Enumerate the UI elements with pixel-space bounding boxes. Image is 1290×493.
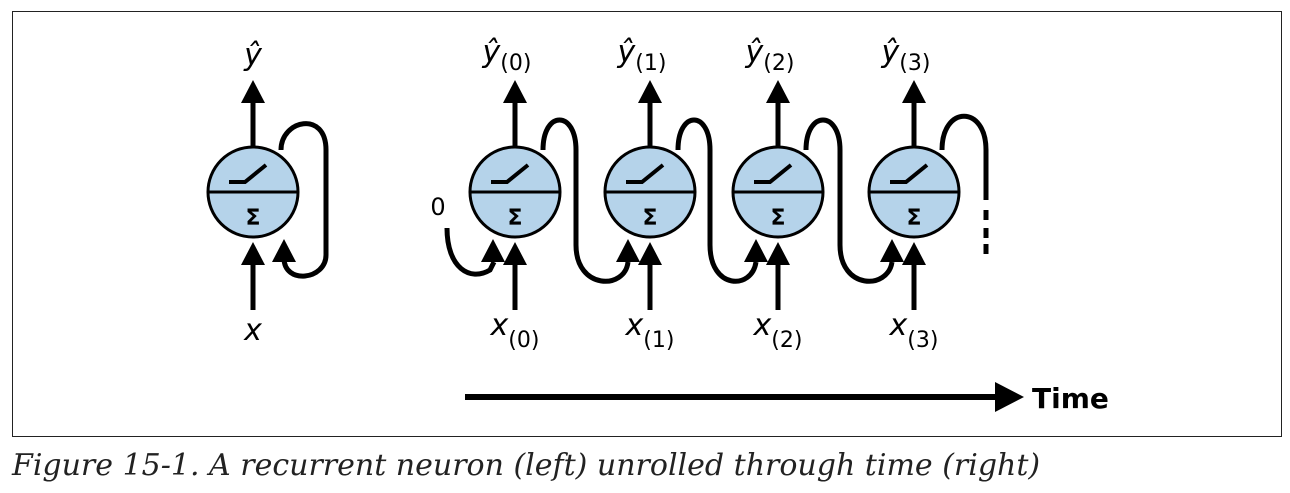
recurrent-arrowhead xyxy=(880,239,904,262)
input-arrowhead xyxy=(638,242,662,265)
input-label-0: x(0) xyxy=(490,308,540,353)
recurrent-connection xyxy=(444,227,497,277)
sigma-symbol: Σ xyxy=(906,206,921,231)
unrolled-neuron-0: Σŷ(0) x(0) xyxy=(468,35,562,353)
output-label-1: ŷ(1) xyxy=(617,35,667,76)
initial-state-label: 0 xyxy=(430,193,445,221)
left-recurrent-neuron: Σ ŷ x xyxy=(206,38,329,348)
input-label-2: x(2) xyxy=(753,308,803,353)
output-arrowhead xyxy=(638,80,662,103)
time-axis-arrow: Time xyxy=(465,382,1109,415)
sigma-symbol: Σ xyxy=(642,206,657,231)
figure-caption: Figure 15-1. A recurrent neuron (left) u… xyxy=(12,448,1041,483)
output-label-0: ŷ(0) xyxy=(482,35,532,76)
figure-frame xyxy=(12,11,1282,437)
left-output-label: ŷ xyxy=(243,38,263,73)
unrolled-neuron-3: Σŷ(3) x(3) xyxy=(867,35,961,353)
activation-icon xyxy=(890,163,929,184)
recurrent-arrowhead xyxy=(744,239,768,262)
activation-icon xyxy=(626,163,665,184)
recurrent-connection xyxy=(939,113,989,200)
input-arrowhead xyxy=(503,242,527,265)
sigma-symbol: Σ xyxy=(770,206,785,231)
left-input-label: x xyxy=(243,313,262,348)
sigma-symbol: Σ xyxy=(245,206,260,231)
recurrent-arrowhead xyxy=(616,239,640,262)
input-arrowhead xyxy=(766,242,790,265)
output-label-3: ŷ(3) xyxy=(881,35,931,76)
input-label-3: x(3) xyxy=(889,308,939,353)
input-arrowhead xyxy=(902,242,926,265)
output-arrowhead xyxy=(902,80,926,103)
output-arrowhead xyxy=(766,80,790,103)
unrolled-neuron-2: Σŷ(2) x(2) xyxy=(731,35,825,353)
activation-icon xyxy=(754,163,793,184)
recurrent-connection xyxy=(675,117,759,284)
recurrent-arrowhead xyxy=(481,239,505,262)
sigma-symbol: Σ xyxy=(507,206,522,231)
time-label: Time xyxy=(1032,382,1109,415)
recurrent-connection xyxy=(803,117,895,284)
output-arrowhead xyxy=(503,80,527,103)
output-label-2: ŷ(2) xyxy=(745,35,795,76)
unrolled-neurons: Σŷ(0) x(0) Σŷ(1) x(1) Σŷ(2) x(2) Σŷ(3) x(3) xyxy=(444,35,989,353)
input-label-1: x(1) xyxy=(625,308,675,353)
activation-icon xyxy=(491,163,530,184)
unrolled-neuron-1: Σŷ(1) x(1) xyxy=(603,35,697,353)
recurrent-connection xyxy=(540,117,631,284)
